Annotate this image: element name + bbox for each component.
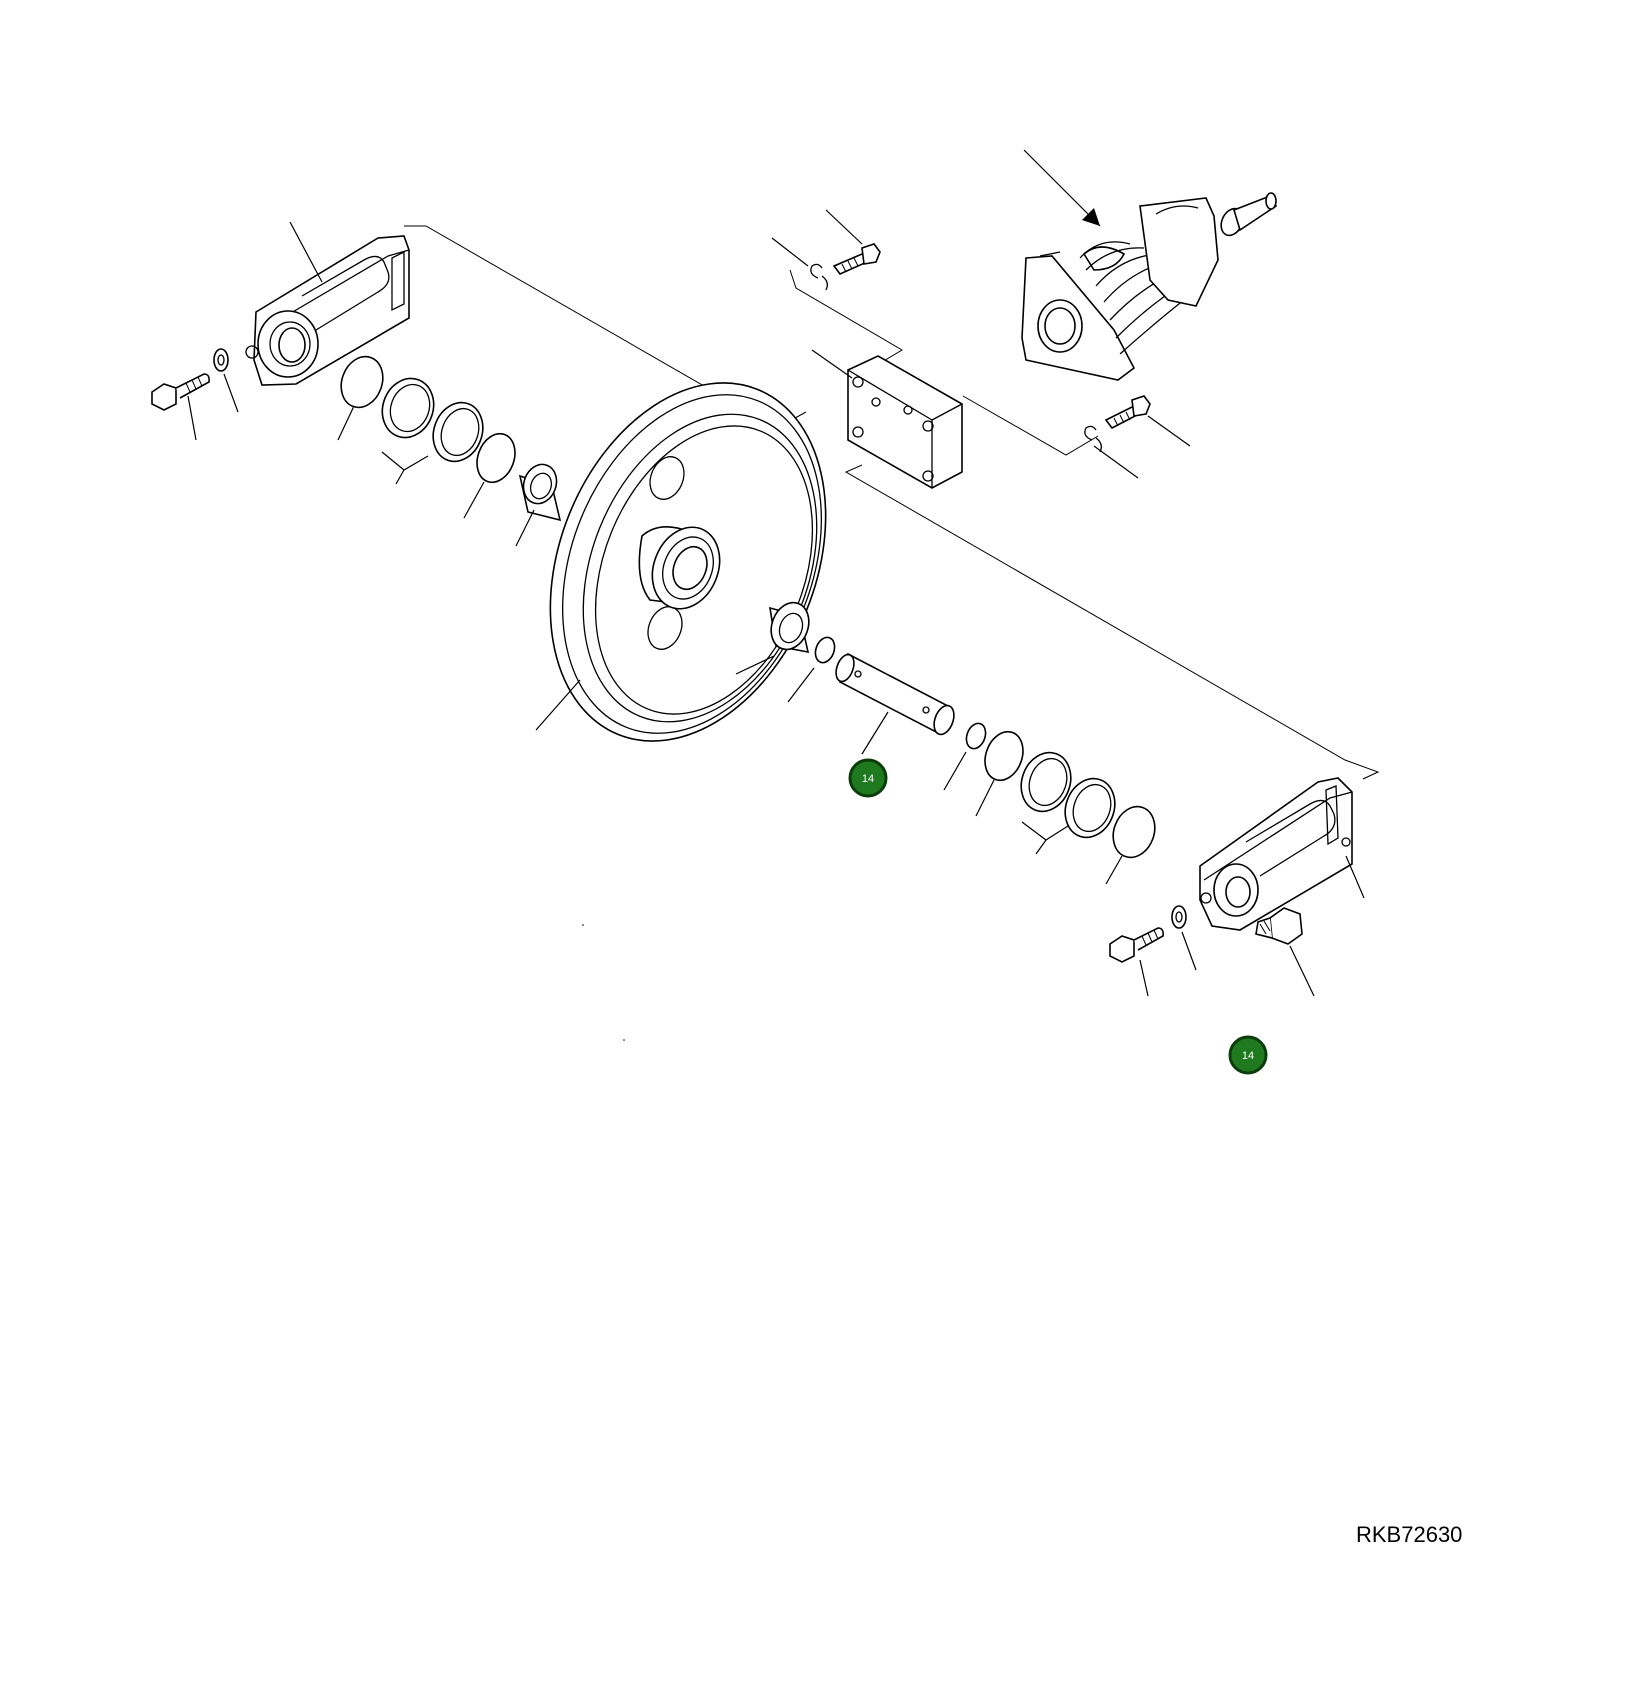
left-o-ring-2 (463, 432, 516, 519)
right-plate-clip (1084, 425, 1139, 479)
right-plate-bolt (1104, 395, 1191, 447)
left-o-ring (337, 355, 384, 441)
inner-o-ring (787, 636, 836, 703)
recoil-spring-assembly (1021, 149, 1278, 381)
specks (582, 924, 625, 1041)
right-idler-bracket (1199, 777, 1365, 931)
right-bolt (1109, 927, 1164, 997)
figure-code: RKB72630 (1356, 1522, 1463, 1547)
right-o-ring-outer (1105, 805, 1156, 885)
right-bushing (735, 601, 810, 675)
idler-wheel (535, 382, 827, 742)
right-o-ring (975, 730, 1024, 817)
idler-shaft (835, 652, 955, 755)
right-floating-seal-pair (1020, 751, 1116, 855)
badge-shaft[interactable]: 14 (848, 758, 888, 798)
right-washer (1171, 905, 1197, 971)
left-washer (213, 348, 239, 413)
badge-plug[interactable]: 14 (1228, 1035, 1268, 1075)
top-clip (771, 237, 828, 291)
right-o-ring-small (943, 722, 987, 791)
mounting-plate (811, 349, 963, 489)
left-idler-bracket (245, 221, 410, 386)
badge-plug-label: 14 (1242, 1050, 1254, 1062)
badge-shaft-label: 14 (862, 773, 874, 785)
left-bushing (515, 463, 562, 547)
grease-plug (1255, 907, 1315, 997)
top-bolt (825, 209, 881, 275)
left-bolt (151, 373, 210, 441)
left-floating-seal-pair (381, 377, 484, 485)
